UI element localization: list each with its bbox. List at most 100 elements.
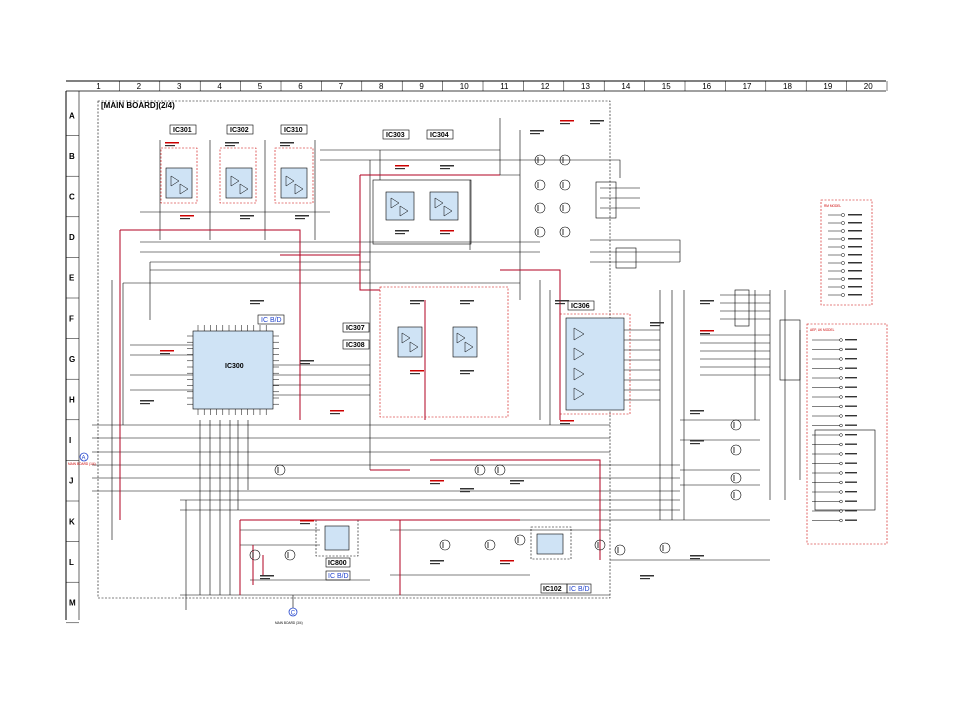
transistor xyxy=(494,464,506,476)
ic306-amp-1 xyxy=(573,327,585,341)
rm-pin xyxy=(841,237,845,241)
component-label-mark xyxy=(260,575,274,577)
ic-bd-box-3 xyxy=(566,583,592,594)
transistor xyxy=(474,464,486,476)
aep-uk-panel: AEP, UK MODEL xyxy=(806,323,888,545)
component-value-mark xyxy=(300,363,310,365)
component-value-mark xyxy=(460,303,470,305)
component-value-mark xyxy=(700,303,710,305)
transistor xyxy=(534,202,546,214)
aep-pin-label-mark xyxy=(845,396,857,398)
aep-pin-label-mark xyxy=(845,386,857,388)
aep-pin-label-mark xyxy=(845,519,857,521)
component-label-mark xyxy=(280,142,294,144)
wiring-red xyxy=(119,174,601,595)
transistor xyxy=(559,202,571,214)
ic308-opamp-b xyxy=(464,341,474,353)
aep-pin-label-mark xyxy=(845,348,857,350)
component-value-mark xyxy=(330,413,340,415)
transistor xyxy=(534,226,546,238)
row-letter: A xyxy=(69,111,75,120)
aep-pin xyxy=(839,385,843,390)
component-value-mark xyxy=(280,145,290,147)
transistor xyxy=(484,539,496,551)
opamp-group-center: IC303 IC304 xyxy=(372,129,472,245)
ic301-body xyxy=(165,167,193,199)
row-letter: C xyxy=(69,193,75,202)
transistor xyxy=(730,444,742,456)
rm-model-pins xyxy=(828,213,862,297)
ic-bd-label-3: IC B/D xyxy=(569,586,590,593)
ic800-label: IC800 xyxy=(328,560,347,567)
component-label-mark xyxy=(395,165,409,167)
transistor xyxy=(249,549,261,561)
opamp-group-mid: IC307 IC308 xyxy=(342,286,509,418)
transistor xyxy=(514,534,526,546)
component-value-mark xyxy=(510,483,520,485)
transistor xyxy=(559,226,571,238)
row-letter: M xyxy=(69,599,76,608)
aep-pin xyxy=(839,423,843,428)
component-label-mark xyxy=(410,300,424,302)
transistor xyxy=(730,489,742,501)
aep-pin xyxy=(839,404,843,409)
aep-pin xyxy=(839,452,843,456)
rm-pin-label-mark xyxy=(848,294,862,296)
component-value-mark xyxy=(690,443,700,445)
ic307-label: IC307 xyxy=(346,325,365,332)
component-value-mark xyxy=(180,218,190,220)
column-number: 18 xyxy=(783,82,792,91)
rm-model-box xyxy=(820,199,873,306)
rm-pin-label-mark xyxy=(848,222,862,224)
ic310-dash-area xyxy=(274,147,314,204)
component-value-mark xyxy=(500,563,510,565)
connector-c-label: MAIN BOARD (3/4) xyxy=(275,621,303,625)
transistor xyxy=(559,179,571,191)
component-label-mark xyxy=(460,488,474,490)
rm-pin xyxy=(841,293,845,297)
component-label-mark xyxy=(690,410,704,412)
component-value-mark xyxy=(295,218,305,220)
ic306-amp-2 xyxy=(573,347,585,361)
rm-pin xyxy=(841,253,845,257)
component-label-mark xyxy=(700,300,714,302)
column-number: 8 xyxy=(379,82,384,91)
column-number: 4 xyxy=(217,82,222,91)
connector-a-letter: A xyxy=(82,456,86,462)
ic310-label-box xyxy=(280,124,308,135)
component-label-mark xyxy=(555,300,569,302)
ic304-opamp-a xyxy=(434,197,444,209)
row-letter: B xyxy=(69,152,75,161)
aep-pin-label-mark xyxy=(845,500,857,502)
ic301-opamp-b xyxy=(179,183,189,195)
component-label-mark xyxy=(300,520,314,522)
ic102-label: IC102 xyxy=(543,586,562,593)
rm-pin xyxy=(841,277,845,281)
aep-pin xyxy=(839,518,843,523)
ic300-body xyxy=(192,330,274,410)
ic302-body xyxy=(225,167,253,199)
aep-pin xyxy=(839,338,843,342)
aep-pin-label-mark xyxy=(845,424,857,426)
ic301-label: IC301 xyxy=(173,127,192,134)
opamp-group-left: IC301 IC302 IC310 xyxy=(160,124,314,204)
aep-pin-label-mark xyxy=(845,367,857,369)
component-label-mark xyxy=(500,560,514,562)
ic303-label: IC303 xyxy=(386,132,405,139)
ic800-block: IC800 IC B/D xyxy=(315,519,359,581)
component-label-mark xyxy=(700,330,714,332)
aep-pin-label-mark xyxy=(845,510,857,512)
ic102-block: IC102 IC B/D xyxy=(530,526,592,594)
component-label-mark xyxy=(180,215,194,217)
component-label-mark xyxy=(330,410,344,412)
aep-uk-box xyxy=(806,323,888,545)
aep-pin xyxy=(839,471,843,475)
ic310-body xyxy=(280,167,308,199)
transistor xyxy=(659,542,671,554)
component-label-mark xyxy=(640,575,654,577)
ic303-label-box xyxy=(382,129,410,140)
component-label-mark xyxy=(460,370,474,372)
component-value-mark xyxy=(700,333,710,335)
aep-uk-label: AEP, UK MODEL xyxy=(810,328,835,332)
